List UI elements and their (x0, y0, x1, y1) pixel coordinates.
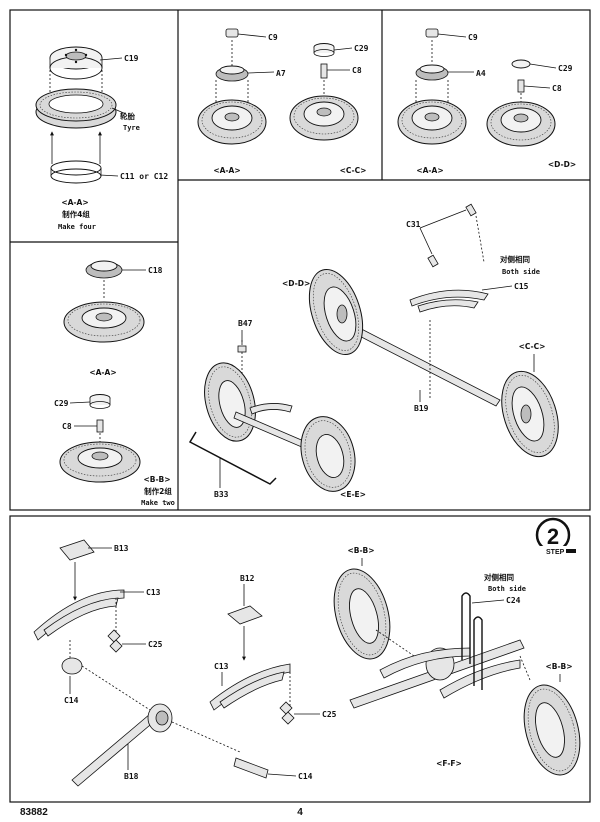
view-bb-top: <B-B> (347, 546, 374, 555)
both-side-en-ff: Both side (488, 585, 526, 593)
label-b13: B13 (114, 544, 129, 553)
make-two-en: Make two (141, 499, 175, 507)
both-side-cn-ee: 对侧相同 (500, 254, 530, 264)
view-aa-cc: <A-A> (213, 166, 240, 175)
view-dd-ee: <D-D> (282, 279, 310, 288)
step-section: 2 STEP B13 C13 C25 C14 B18 (33, 517, 581, 787)
view-aa-dd: <A-A> (416, 166, 443, 175)
label-c14-b: C14 (298, 772, 313, 781)
wheel-bb-upper (63, 301, 145, 343)
view-cc-ee: <C-C> (519, 342, 546, 351)
view-aa-bb: <A-A> (89, 368, 116, 377)
label-c24: C24 (506, 596, 521, 605)
wheel-dd-left (397, 99, 467, 145)
both-side-en-ee: Both side (502, 268, 540, 276)
step-word: STEP (546, 549, 565, 556)
page-number: 4 (297, 807, 303, 818)
wheel-ee-dd (308, 269, 364, 355)
make-four-cn: 制作4组 (62, 209, 90, 219)
label-c29-cc: C29 (354, 44, 369, 53)
label-c13-b: C13 (214, 662, 229, 671)
label-c13-a: C13 (146, 588, 161, 597)
label-c29-bb: C29 (54, 399, 69, 408)
label-b18: B18 (124, 772, 139, 781)
label-c31: C31 (406, 220, 421, 229)
view-dd: <D-D> (548, 160, 576, 169)
step-number: 2 (547, 524, 559, 549)
panel-cc: C9 A7 <A-A> C29 C8 <C-C> (197, 28, 369, 175)
panel-aa: C19 轮胎 Tyre C11 or C12 <A-A> 制作4组 Make f… (35, 46, 168, 231)
view-aa: <A-A> (61, 198, 88, 207)
wheel-cc-left (197, 99, 267, 145)
panel-bb: C18 <A-A> C29 C8 <B-B> 制作2组 Make two (54, 260, 175, 507)
view-ff: <F-F> (436, 759, 462, 768)
panel-dd: C9 A4 <A-A> C29 C8 <D-D> (397, 28, 576, 175)
label-c8-cc: C8 (352, 66, 362, 75)
label-c15: C15 (514, 282, 529, 291)
label-b47: B47 (238, 319, 253, 328)
label-c18: C18 (148, 266, 163, 275)
view-cc: <C-C> (340, 166, 367, 175)
label-tyre-cn: 轮胎 (120, 111, 135, 121)
label-c14-a: C14 (64, 696, 79, 705)
kit-number: 83882 (20, 807, 48, 818)
label-c19: C19 (124, 54, 139, 63)
label-b12: B12 (240, 574, 255, 583)
make-four-en: Make four (58, 223, 96, 231)
label-a4: A4 (476, 69, 486, 78)
view-bb-right: <B-B> (545, 662, 572, 671)
label-c8-dd: C8 (552, 84, 562, 93)
wheel-ee-cc (501, 370, 559, 458)
step-badge: 2 STEP (535, 517, 576, 556)
ring-c11 (50, 160, 102, 184)
label-tyre-en: Tyre (123, 124, 140, 132)
wheel-ff-right (523, 684, 581, 776)
wheel-ff-left (333, 568, 391, 660)
panel-ee: C31 对侧相同 Both side C15 B19 <D-D> <C-C> (188, 203, 559, 499)
tyre (35, 88, 117, 129)
wheel-cc-right (289, 95, 359, 141)
view-bb: <B-B> (143, 475, 170, 484)
wheel-bb-lower (59, 441, 141, 483)
make-two-cn: 制作2组 (144, 486, 172, 496)
upper-frame (9, 9, 591, 511)
label-c25-b: C25 (322, 710, 337, 719)
label-b19: B19 (414, 404, 429, 413)
label-b33: B33 (214, 490, 229, 499)
rim-c19 (49, 46, 103, 80)
label-c11-c12: C11 or C12 (120, 172, 168, 181)
label-c25-a: C25 (148, 640, 163, 649)
step-frame (9, 515, 591, 803)
label-c29-dd: C29 (558, 64, 573, 73)
label-c9-dd: C9 (468, 33, 478, 42)
label-c8-bb: C8 (62, 422, 72, 431)
wheel-ee-front-right (300, 416, 356, 492)
label-c9-cc: C9 (268, 33, 278, 42)
wheel-dd-right (486, 101, 556, 147)
wheel-ee-front-left (204, 362, 256, 442)
label-a7: A7 (276, 69, 286, 78)
view-ee: <E-E> (340, 490, 366, 499)
both-side-cn-ff: 对侧相同 (484, 572, 514, 582)
